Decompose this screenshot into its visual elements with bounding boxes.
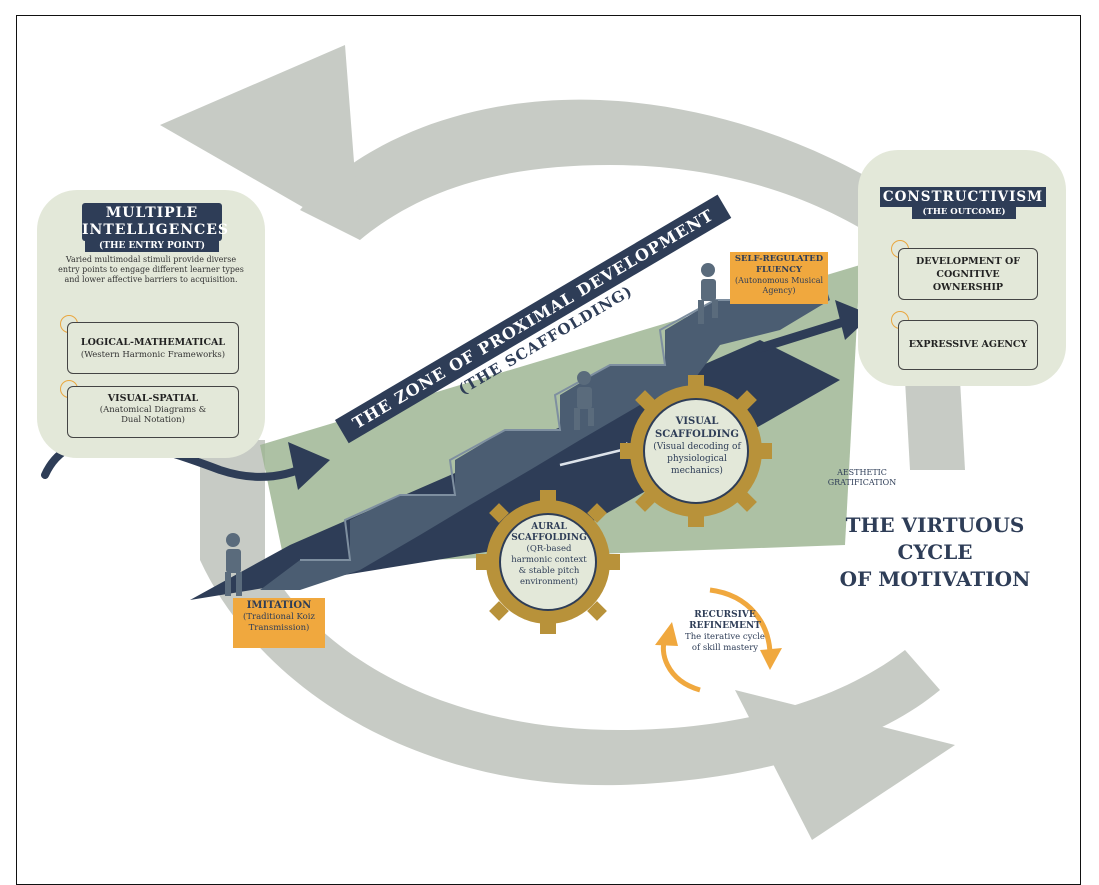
person-icon-top <box>698 263 718 324</box>
entry-arrowhead <box>288 442 330 490</box>
outcome-arrowhead <box>835 300 872 340</box>
aesthetic-label: AESTHETIC GRATIFICATION <box>827 468 897 487</box>
lower-cycle-arrowhead <box>735 690 955 840</box>
refinement-arrow-right <box>709 587 773 656</box>
cycle-title-line-3: OF MOTIVATION <box>839 567 1031 591</box>
intelligence-title-visual: VISUAL-SPATIAL <box>107 393 199 404</box>
visual-gear-detail: (Visual decoding of physiological mechan… <box>653 442 741 476</box>
outcome-panel-subtitle: (THE OUTCOME) <box>912 206 1016 219</box>
visual-gear-text: VISUAL SCAFFOLDING (Visual decoding of p… <box>652 415 742 477</box>
imitation-tag: IMITATION (Traditional Koiz Transmission… <box>233 598 325 648</box>
person-icon-middle <box>574 371 594 430</box>
cycle-title-line-1: THE VIRTUOUS <box>845 513 1025 537</box>
refinement-title: RECURSIVE REFINEMENT <box>689 610 761 631</box>
refinement-detail: The iterative cycle of skill mastery <box>685 632 765 653</box>
imitation-detail: (Traditional Koiz Transmission) <box>243 612 315 633</box>
outcome-title-agency: EXPRESSIVE AGENCY <box>908 339 1028 350</box>
person-icon-bottom <box>225 533 242 596</box>
staircase <box>260 270 830 590</box>
intelligence-detail-logical: (Western Harmonic Frameworks) <box>80 350 226 360</box>
cycle-title-line-2: CYCLE <box>897 540 973 564</box>
aural-gear-text: AURAL SCAFFOLDING (QR-based harmonic con… <box>508 522 590 588</box>
aural-gear-detail: (QR-based harmonic context & stable pitc… <box>511 544 587 587</box>
fluency-tag: SELF-REGULATED FLUENCY (Autonomous Music… <box>730 252 828 304</box>
cycle-arrows <box>160 45 965 840</box>
refinement-arrowhead-left <box>655 622 678 646</box>
entry-panel-description: Varied multimodal stimuli provide divers… <box>58 255 244 284</box>
outcome-card-cognitive: DEVELOPMENT OF COGNITIVE OWNERSHIP <box>898 248 1038 300</box>
entry-panel-subtitle: (THE ENTRY POINT) <box>85 240 219 252</box>
refinement-text: RECURSIVE REFINEMENT The iterative cycle… <box>680 610 770 654</box>
entry-panel-title: MULTIPLE INTELLIGENCES <box>82 203 228 241</box>
aural-gear-title: AURAL SCAFFOLDING <box>511 522 587 543</box>
refinement-arrowhead-right <box>760 648 782 670</box>
visual-gear-title: VISUAL SCAFFOLDING <box>655 416 739 440</box>
aural-gear <box>476 490 620 634</box>
outcome-card-agency: EXPRESSIVE AGENCY <box>898 320 1038 370</box>
intelligence-title-logical: LOGICAL-MATHEMATICAL <box>80 337 226 348</box>
intelligence-card-visual: VISUAL-SPATIAL (Anatomical Diagrams & Du… <box>67 386 239 438</box>
imitation-title: IMITATION <box>246 600 312 611</box>
visual-gear <box>620 375 772 527</box>
fluency-detail: (Autonomous Musical Agency) <box>734 276 824 295</box>
outcome-panel-title: CONSTRUCTIVISM <box>880 187 1046 207</box>
intelligence-detail-visual: (Anatomical Diagrams & Dual Notation) <box>99 405 207 425</box>
fluency-title: SELF-REGULATED FLUENCY <box>734 254 824 275</box>
outcome-arrow <box>755 315 855 353</box>
cycle-title: THE VIRTUOUS CYCLE OF MOTIVATION <box>820 512 1050 593</box>
outcome-title-cognitive: DEVELOPMENT OF COGNITIVE OWNERSHIP <box>915 256 1021 293</box>
right-cycle-segment <box>905 380 965 470</box>
upper-cycle-arrow <box>300 99 905 240</box>
inner-arrow <box>559 446 631 467</box>
upper-cycle-arrowhead <box>160 45 360 240</box>
intelligence-card-logical: LOGICAL-MATHEMATICAL (Western Harmonic F… <box>67 322 239 374</box>
